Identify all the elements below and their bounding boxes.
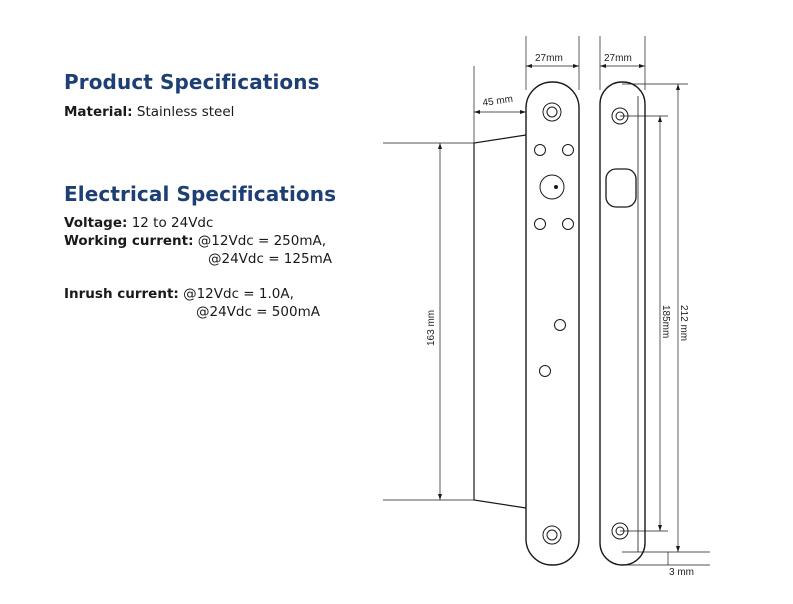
arrow-offset-left <box>474 110 480 114</box>
material-label: Material: <box>64 104 133 120</box>
material-value: Stainless steel <box>136 104 235 120</box>
strike-slot <box>605 168 637 208</box>
label-total-height: 212 mm <box>678 305 689 341</box>
center-hole-dot <box>554 185 558 189</box>
hole-lower-right <box>562 218 574 230</box>
voltage-value: 12 to 24Vdc <box>131 215 214 231</box>
working-current-line-2: @24Vdc = 125mA <box>208 251 332 267</box>
electrical-specifications-title: Electrical Specifications <box>64 182 337 206</box>
center-hole <box>539 174 565 200</box>
working-current-line-1: @12Vdc = 250mA, <box>197 233 327 249</box>
arrow-side-width-right <box>639 64 645 68</box>
hole-upper-left <box>534 144 546 156</box>
voltage-label: Voltage: <box>64 215 128 231</box>
bottom-screw-hole <box>542 525 562 545</box>
hole-mid-left <box>539 365 551 377</box>
inrush-current-line-1: @12Vdc = 1.0A, <box>183 286 294 302</box>
front-plate-outline <box>525 81 580 566</box>
product-specifications-title: Product Specifications <box>64 70 320 94</box>
label-side-width: 27mm <box>604 53 632 64</box>
arrow-front-width-right <box>573 64 579 68</box>
arrow-holes-bottom <box>658 525 662 531</box>
bottom-screw-hole-inner <box>546 529 558 541</box>
arrow-front-width-left <box>526 64 532 68</box>
inrush-current-row: Inrush current: @12Vdc = 1.0A, <box>64 286 294 303</box>
arrow-body-bottom <box>438 494 442 500</box>
arrow-offset-right <box>520 110 526 114</box>
arrow-body-top <box>438 143 442 149</box>
label-body-height: 163 mm <box>426 310 437 346</box>
label-bottom-gap: 3 mm <box>669 567 694 578</box>
hole-upper-right <box>562 144 574 156</box>
hole-lower-left <box>534 218 546 230</box>
material-row: Material: Stainless steel <box>64 104 234 121</box>
arrow-total-top <box>676 84 680 90</box>
lock-body-outline <box>473 134 527 509</box>
label-offset: 45 mm <box>482 94 514 109</box>
inrush-current-line-2: @24Vdc = 500mA <box>196 304 320 320</box>
top-screw-hole <box>542 102 562 122</box>
arrow-total-bottom <box>676 546 680 552</box>
label-front-width: 27mm <box>535 53 563 64</box>
arrow-holes-top <box>658 116 662 122</box>
top-screw-hole-inner <box>546 106 558 118</box>
working-current-row: Working current: @12Vdc = 250mA, <box>64 233 326 250</box>
working-current-label: Working current: <box>64 233 194 249</box>
arrow-side-width-left <box>600 64 606 68</box>
voltage-row: Voltage: 12 to 24Vdc <box>64 215 213 232</box>
inrush-current-label: Inrush current: <box>64 286 179 302</box>
hole-mid-right <box>554 319 566 331</box>
label-hole-spacing: 185mm <box>660 305 671 338</box>
